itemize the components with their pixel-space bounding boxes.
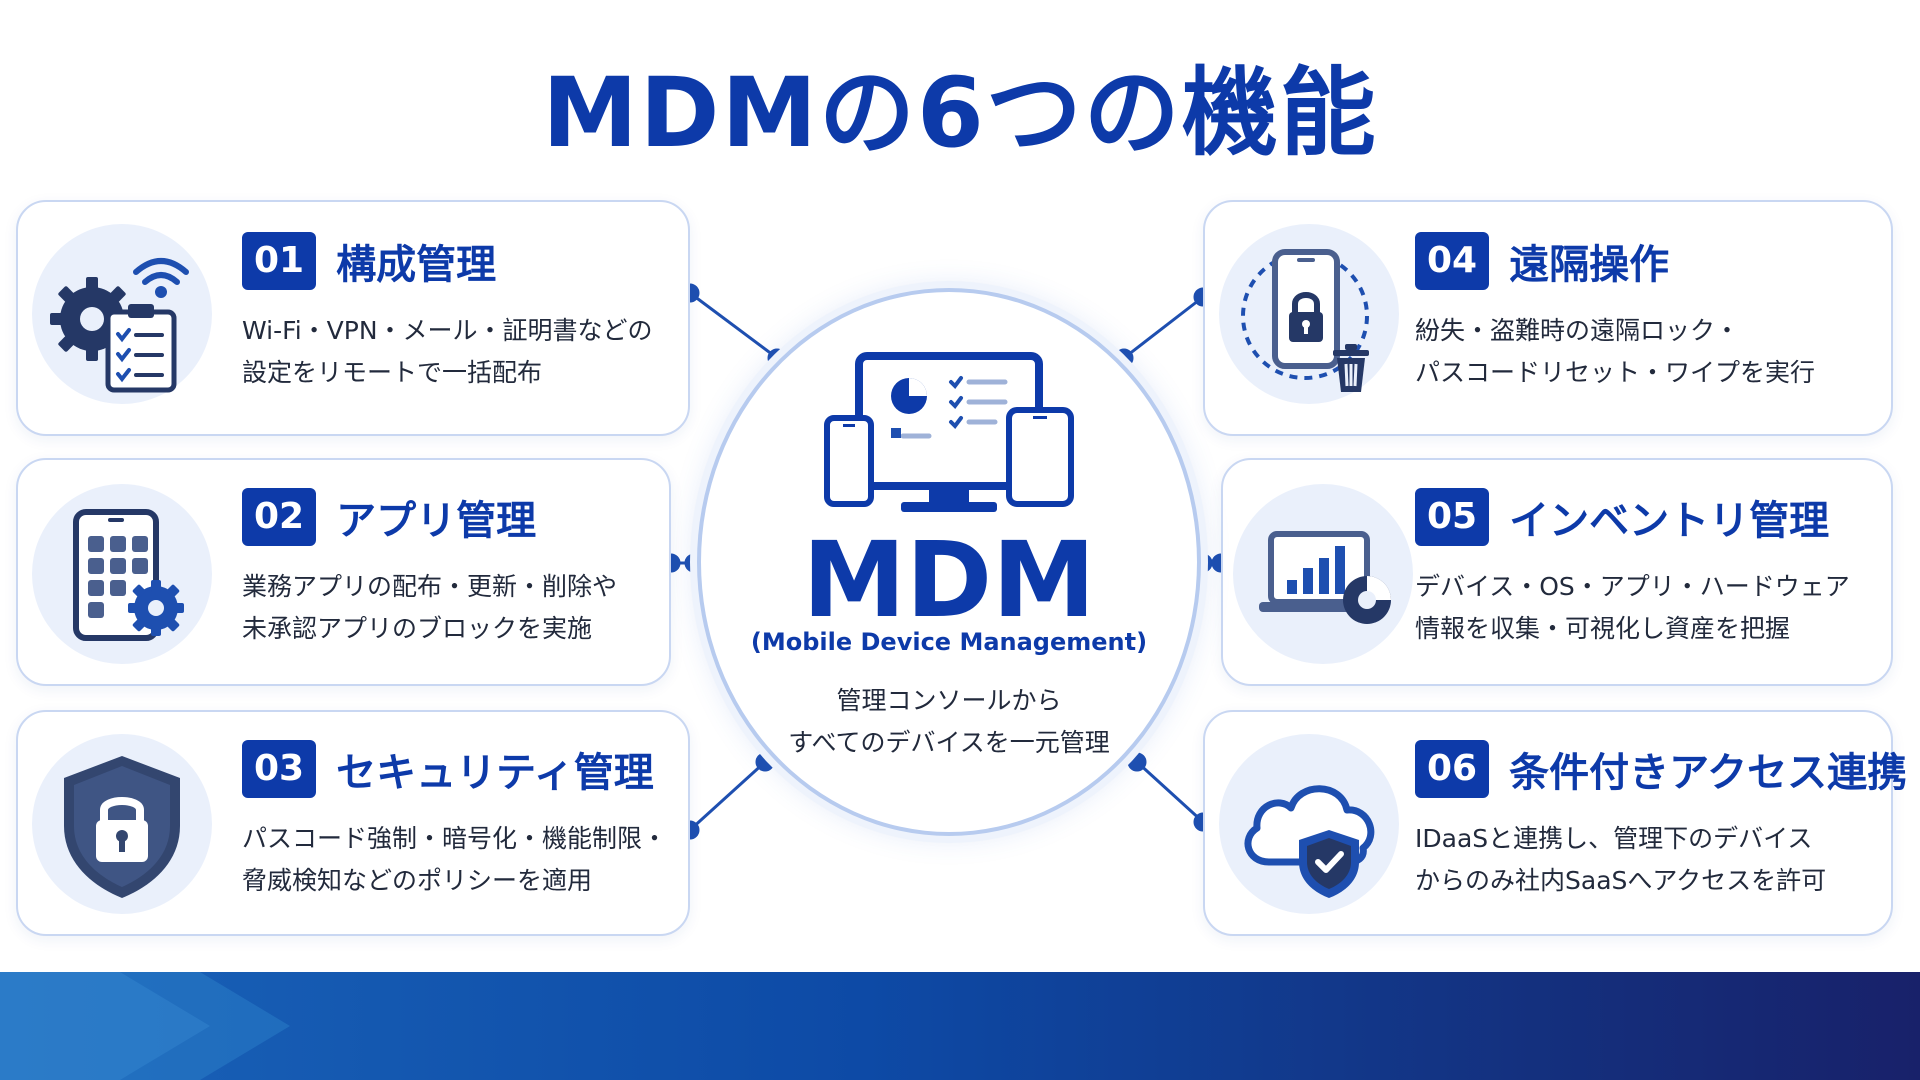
feature-head: 06 条件付きアクセス連携 [1415, 740, 1907, 798]
page-title: MDMの6つの機能 [542, 57, 1378, 169]
feature-card-02: 02 アプリ管理 業務アプリの配布・更新・削除や 未承認アプリのブロックを実施 [16, 458, 671, 686]
chevron-decoration-icon [0, 972, 290, 1080]
hub-title: MDM [802, 519, 1096, 641]
shield-lock-icon [32, 734, 212, 914]
hub-description: 管理コンソールから すべてのデバイスを一元管理 [697, 680, 1201, 764]
description-line: からのみ社内SaaSへアクセスを許可 [1415, 866, 1827, 895]
feature-head: 01 構成管理 [242, 232, 496, 290]
feature-number-badge: 05 [1415, 488, 1490, 546]
feature-title: セキュリティ管理 [336, 750, 654, 796]
feature-number-badge: 04 [1415, 232, 1490, 290]
description-line: デバイス・OS・アプリ・ハードウェア [1415, 572, 1850, 601]
app-grid-phone-gear-icon [32, 484, 212, 664]
description-line: 設定をリモートで一括配布 [242, 358, 543, 387]
hub-description-line: 管理コンソールから [836, 686, 1062, 715]
feature-head: 05 インベントリ管理 [1415, 488, 1829, 546]
feature-head: 03 セキュリティ管理 [242, 740, 654, 798]
feature-description: IDaaSと連携し、管理下のデバイス からのみ社内SaaSへアクセスを許可 [1415, 818, 1826, 902]
description-line: パスコード強制・暗号化・機能制限・ [242, 824, 668, 853]
hub-subtitle: (Mobile Device Management) [750, 628, 1148, 656]
feature-number-badge: 06 [1415, 740, 1490, 798]
feature-card-06: 06 条件付きアクセス連携 IDaaSと連携し、管理下のデバイス からのみ社内S… [1203, 710, 1907, 936]
description-line: 業務アプリの配布・更新・削除や [242, 572, 618, 601]
feature-card-04: 04 遠隔操作 紛失・盗難時の遠隔ロック・ パスコードリセット・ワイプを実行 [1203, 200, 1893, 436]
feature-card-03: 03 セキュリティ管理 パスコード強制・暗号化・機能制限・ 脅威検知などのポリシ… [16, 710, 690, 936]
feature-title: インベントリ管理 [1509, 498, 1830, 544]
feature-title: 遠隔操作 [1509, 242, 1670, 288]
feature-head: 04 遠隔操作 [1415, 232, 1669, 290]
mdm-hub-circle [697, 288, 1201, 836]
connector-dot [1127, 752, 1147, 772]
hub-description-line: すべてのデバイスを一元管理 [788, 728, 1110, 757]
description-line: 未承認アプリのブロックを実施 [242, 614, 593, 643]
laptop-chart-icon [1233, 484, 1413, 664]
connector-04 [1123, 295, 1204, 360]
description-line: IDaaSと連携し、管理下のデバイス [1415, 824, 1813, 853]
feature-description: 業務アプリの配布・更新・削除や 未承認アプリのブロックを実施 [242, 566, 617, 650]
devices-icon [824, 352, 1074, 512]
phone-lock-trash-icon [1219, 224, 1399, 404]
feature-description: デバイス・OS・アプリ・ハードウェア 情報を収集・可視化し資産を把握 [1415, 566, 1850, 650]
gear-wifi-checklist-icon [32, 224, 212, 404]
connector-06 [1135, 760, 1205, 824]
feature-card-01: 01 構成管理 Wi-Fi・VPN・メール・証明書などの 設定をリモートで一括配… [16, 200, 690, 436]
description-line: 紛失・盗難時の遠隔ロック・ [1415, 316, 1740, 345]
feature-description: Wi-Fi・VPN・メール・証明書などの 設定をリモートで一括配布 [242, 310, 653, 394]
feature-card-05: 05 インベントリ管理 デバイス・OS・アプリ・ハードウェア 情報を収集・可視化… [1221, 458, 1893, 686]
connector-03 [688, 760, 767, 832]
connector-dot [755, 752, 775, 772]
bottom-banner [0, 972, 1920, 1080]
feature-title: 構成管理 [336, 242, 497, 288]
feature-head: 02 アプリ管理 [242, 488, 536, 546]
cloud-shield-icon [1219, 734, 1399, 914]
feature-title: 条件付きアクセス連携 [1509, 750, 1908, 796]
feature-description: パスコード強制・暗号化・機能制限・ 脅威検知などのポリシーを適用 [242, 818, 667, 902]
feature-title: アプリ管理 [336, 498, 537, 544]
feature-description: 紛失・盗難時の遠隔ロック・ パスコードリセット・ワイプを実行 [1415, 310, 1815, 394]
description-line: Wi-Fi・VPN・メール・証明書などの [242, 316, 653, 345]
description-line: 脅威検知などのポリシーを適用 [242, 866, 593, 895]
feature-number-badge: 01 [242, 232, 317, 290]
description-line: 情報を収集・可視化し資産を把握 [1415, 614, 1791, 643]
feature-number-badge: 03 [242, 740, 317, 798]
feature-number-badge: 02 [242, 488, 317, 546]
description-line: パスコードリセット・ワイプを実行 [1415, 358, 1816, 387]
connector-01 [689, 291, 778, 360]
